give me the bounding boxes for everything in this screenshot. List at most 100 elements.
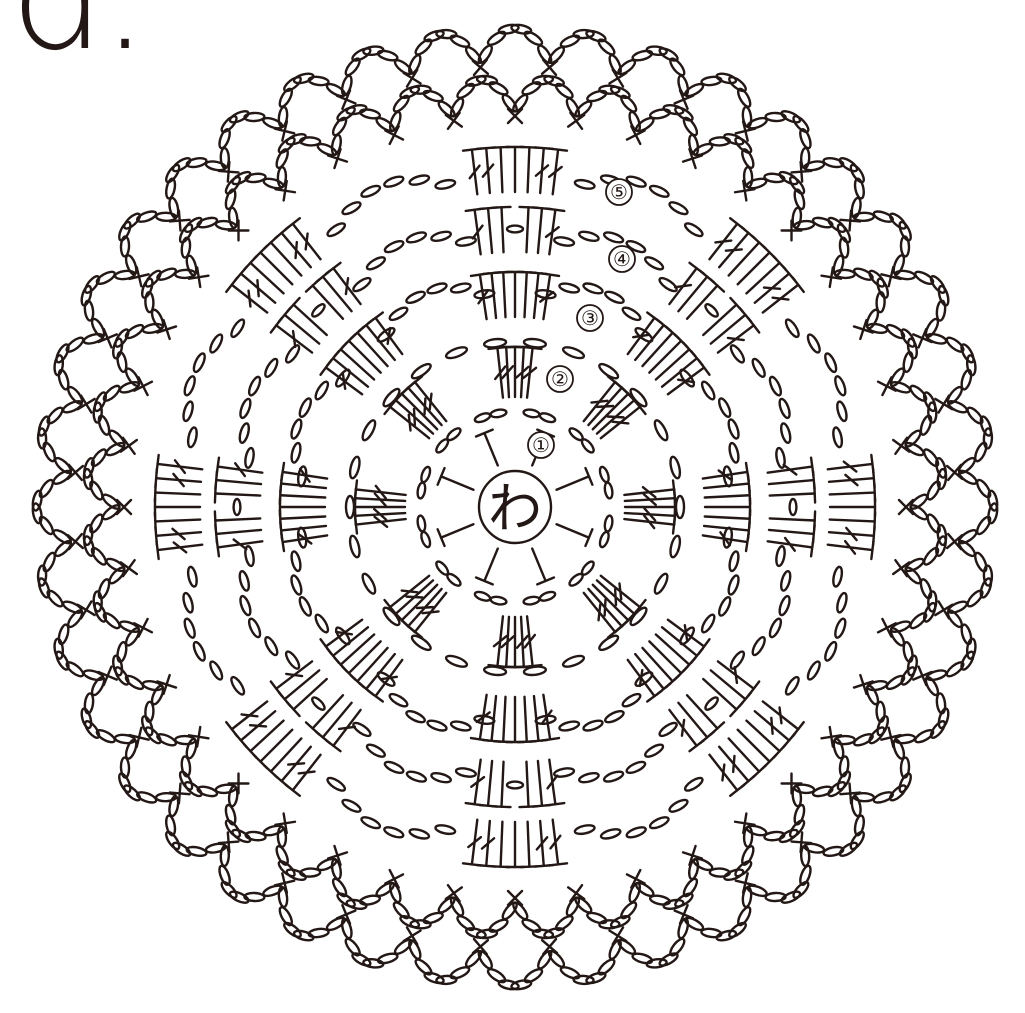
- chain-stitch: [768, 617, 783, 638]
- chain-stitch: [430, 230, 451, 243]
- picot-loop-chain: [987, 503, 999, 524]
- chain-stitch: [823, 641, 838, 662]
- picot-loop-chain: [116, 351, 128, 372]
- picot-loop-chain: [848, 830, 866, 851]
- chain-stitch: [604, 515, 614, 532]
- picot-loop-chain: [838, 840, 859, 858]
- picot-loop-chain: [205, 842, 226, 854]
- chain-stitch: [668, 200, 689, 216]
- picot-loop-chain: [573, 976, 593, 985]
- stitch-top-bar: [748, 318, 759, 332]
- picot-loop-chain: [788, 175, 807, 196]
- double-crochet-stitch: [524, 272, 526, 317]
- double-crochet-stitch: [216, 480, 261, 484]
- chain-stitch: [388, 692, 409, 709]
- stitch-slash: [430, 394, 432, 410]
- double-crochet-stitch: [341, 634, 374, 664]
- chain-stitch: [658, 721, 679, 739]
- chain-stitch: [700, 613, 717, 634]
- chain-stitch: [298, 596, 313, 617]
- picot-loop-chain: [488, 917, 509, 934]
- chain-stitch: [717, 397, 732, 418]
- chain-stitch: [341, 798, 362, 814]
- chain-stitch: [208, 660, 224, 681]
- chain-stitch: [669, 456, 682, 479]
- stitch-top-bar: [157, 455, 159, 473]
- double-crochet-stitch: [656, 349, 689, 379]
- chain-stitch: [445, 345, 468, 360]
- double-crochet-stitch: [313, 695, 343, 728]
- double-crochet-stitch: [830, 493, 875, 495]
- chain-stitch: [430, 771, 451, 784]
- picot-loop-chain: [873, 790, 895, 804]
- chain-stitch: [727, 418, 741, 439]
- stitch-slash: [728, 338, 744, 340]
- stitch-top-bar: [673, 516, 675, 534]
- picot-loop-chain: [449, 965, 471, 981]
- chain-stitch: [310, 696, 326, 712]
- chain-stitch: [388, 305, 409, 322]
- chain-stitch: [562, 654, 585, 669]
- picot-loop-chain: [84, 693, 94, 714]
- double-crochet-stitch: [769, 530, 814, 534]
- chain-stitch: [426, 719, 447, 733]
- stitch-top-bar: [466, 803, 484, 805]
- stitch-slash: [764, 288, 780, 289]
- chain-stitch: [383, 825, 404, 839]
- picot-loop-chain: [436, 30, 456, 39]
- chain-stitch: [683, 221, 704, 238]
- picot-loop-chain: [37, 515, 55, 536]
- chain-stitch: [580, 437, 596, 454]
- picot-loop-chain: [183, 780, 204, 799]
- single-crochet-post: [441, 524, 473, 537]
- chain-stitch: [420, 466, 432, 483]
- single-crochet-post: [441, 476, 473, 489]
- double-crochet-stitch: [538, 761, 542, 806]
- chain-stitch: [768, 375, 783, 396]
- chain-stitch: [182, 401, 195, 422]
- stitch-slash: [773, 298, 789, 300]
- picot-loop-chain: [124, 323, 145, 341]
- chain-stitch: [603, 770, 624, 784]
- double-crochet-stitch: [502, 207, 504, 252]
- stitch-slash: [402, 591, 418, 593]
- picot-loop-chain: [38, 565, 47, 585]
- picot-loop-chain: [83, 669, 104, 682]
- chain-stitch: [717, 596, 732, 617]
- chain-stitch: [450, 720, 471, 732]
- round-marker-5: ⑤: [610, 180, 628, 204]
- stitch-top-bar: [730, 785, 744, 796]
- stitch-slash: [250, 725, 266, 726]
- chain-stitch: [229, 675, 246, 696]
- stitch-slash: [612, 422, 628, 424]
- chain-stitch: [346, 496, 354, 518]
- stitch-top-bar: [215, 512, 216, 530]
- picot-loop-chain: [224, 175, 243, 196]
- double-crochet-stitch: [216, 530, 261, 534]
- stitch-slash: [286, 674, 302, 676]
- picot-loop-chain: [228, 207, 238, 228]
- chain-stitch: [578, 230, 599, 243]
- chain-stitch: [704, 302, 720, 318]
- chain-stitch: [621, 692, 642, 709]
- double-crochet-stitch: [155, 493, 200, 495]
- picot-loop-chain: [826, 780, 847, 799]
- double-crochet-stitch: [642, 648, 672, 681]
- stitch-slash: [722, 765, 724, 781]
- double-crochet-stitch: [280, 516, 325, 518]
- chain-stitch: [598, 466, 610, 483]
- chain-stitch: [625, 760, 646, 775]
- double-crochet-stitch: [642, 333, 672, 366]
- picot-loop-chain: [668, 57, 687, 78]
- double-crochet-stitch: [155, 520, 200, 522]
- double-crochet-stitch: [635, 325, 663, 360]
- round-marker-4: ④: [613, 247, 631, 271]
- chain-stitch: [833, 618, 847, 639]
- stitch-slash: [414, 409, 415, 425]
- picot-loop-chain: [682, 116, 700, 137]
- picot-loop-chain: [277, 906, 294, 927]
- chain-stitch: [833, 375, 847, 396]
- chain-stitch: [192, 352, 207, 373]
- chain-stitch: [523, 408, 540, 418]
- chain-stitch: [603, 230, 624, 244]
